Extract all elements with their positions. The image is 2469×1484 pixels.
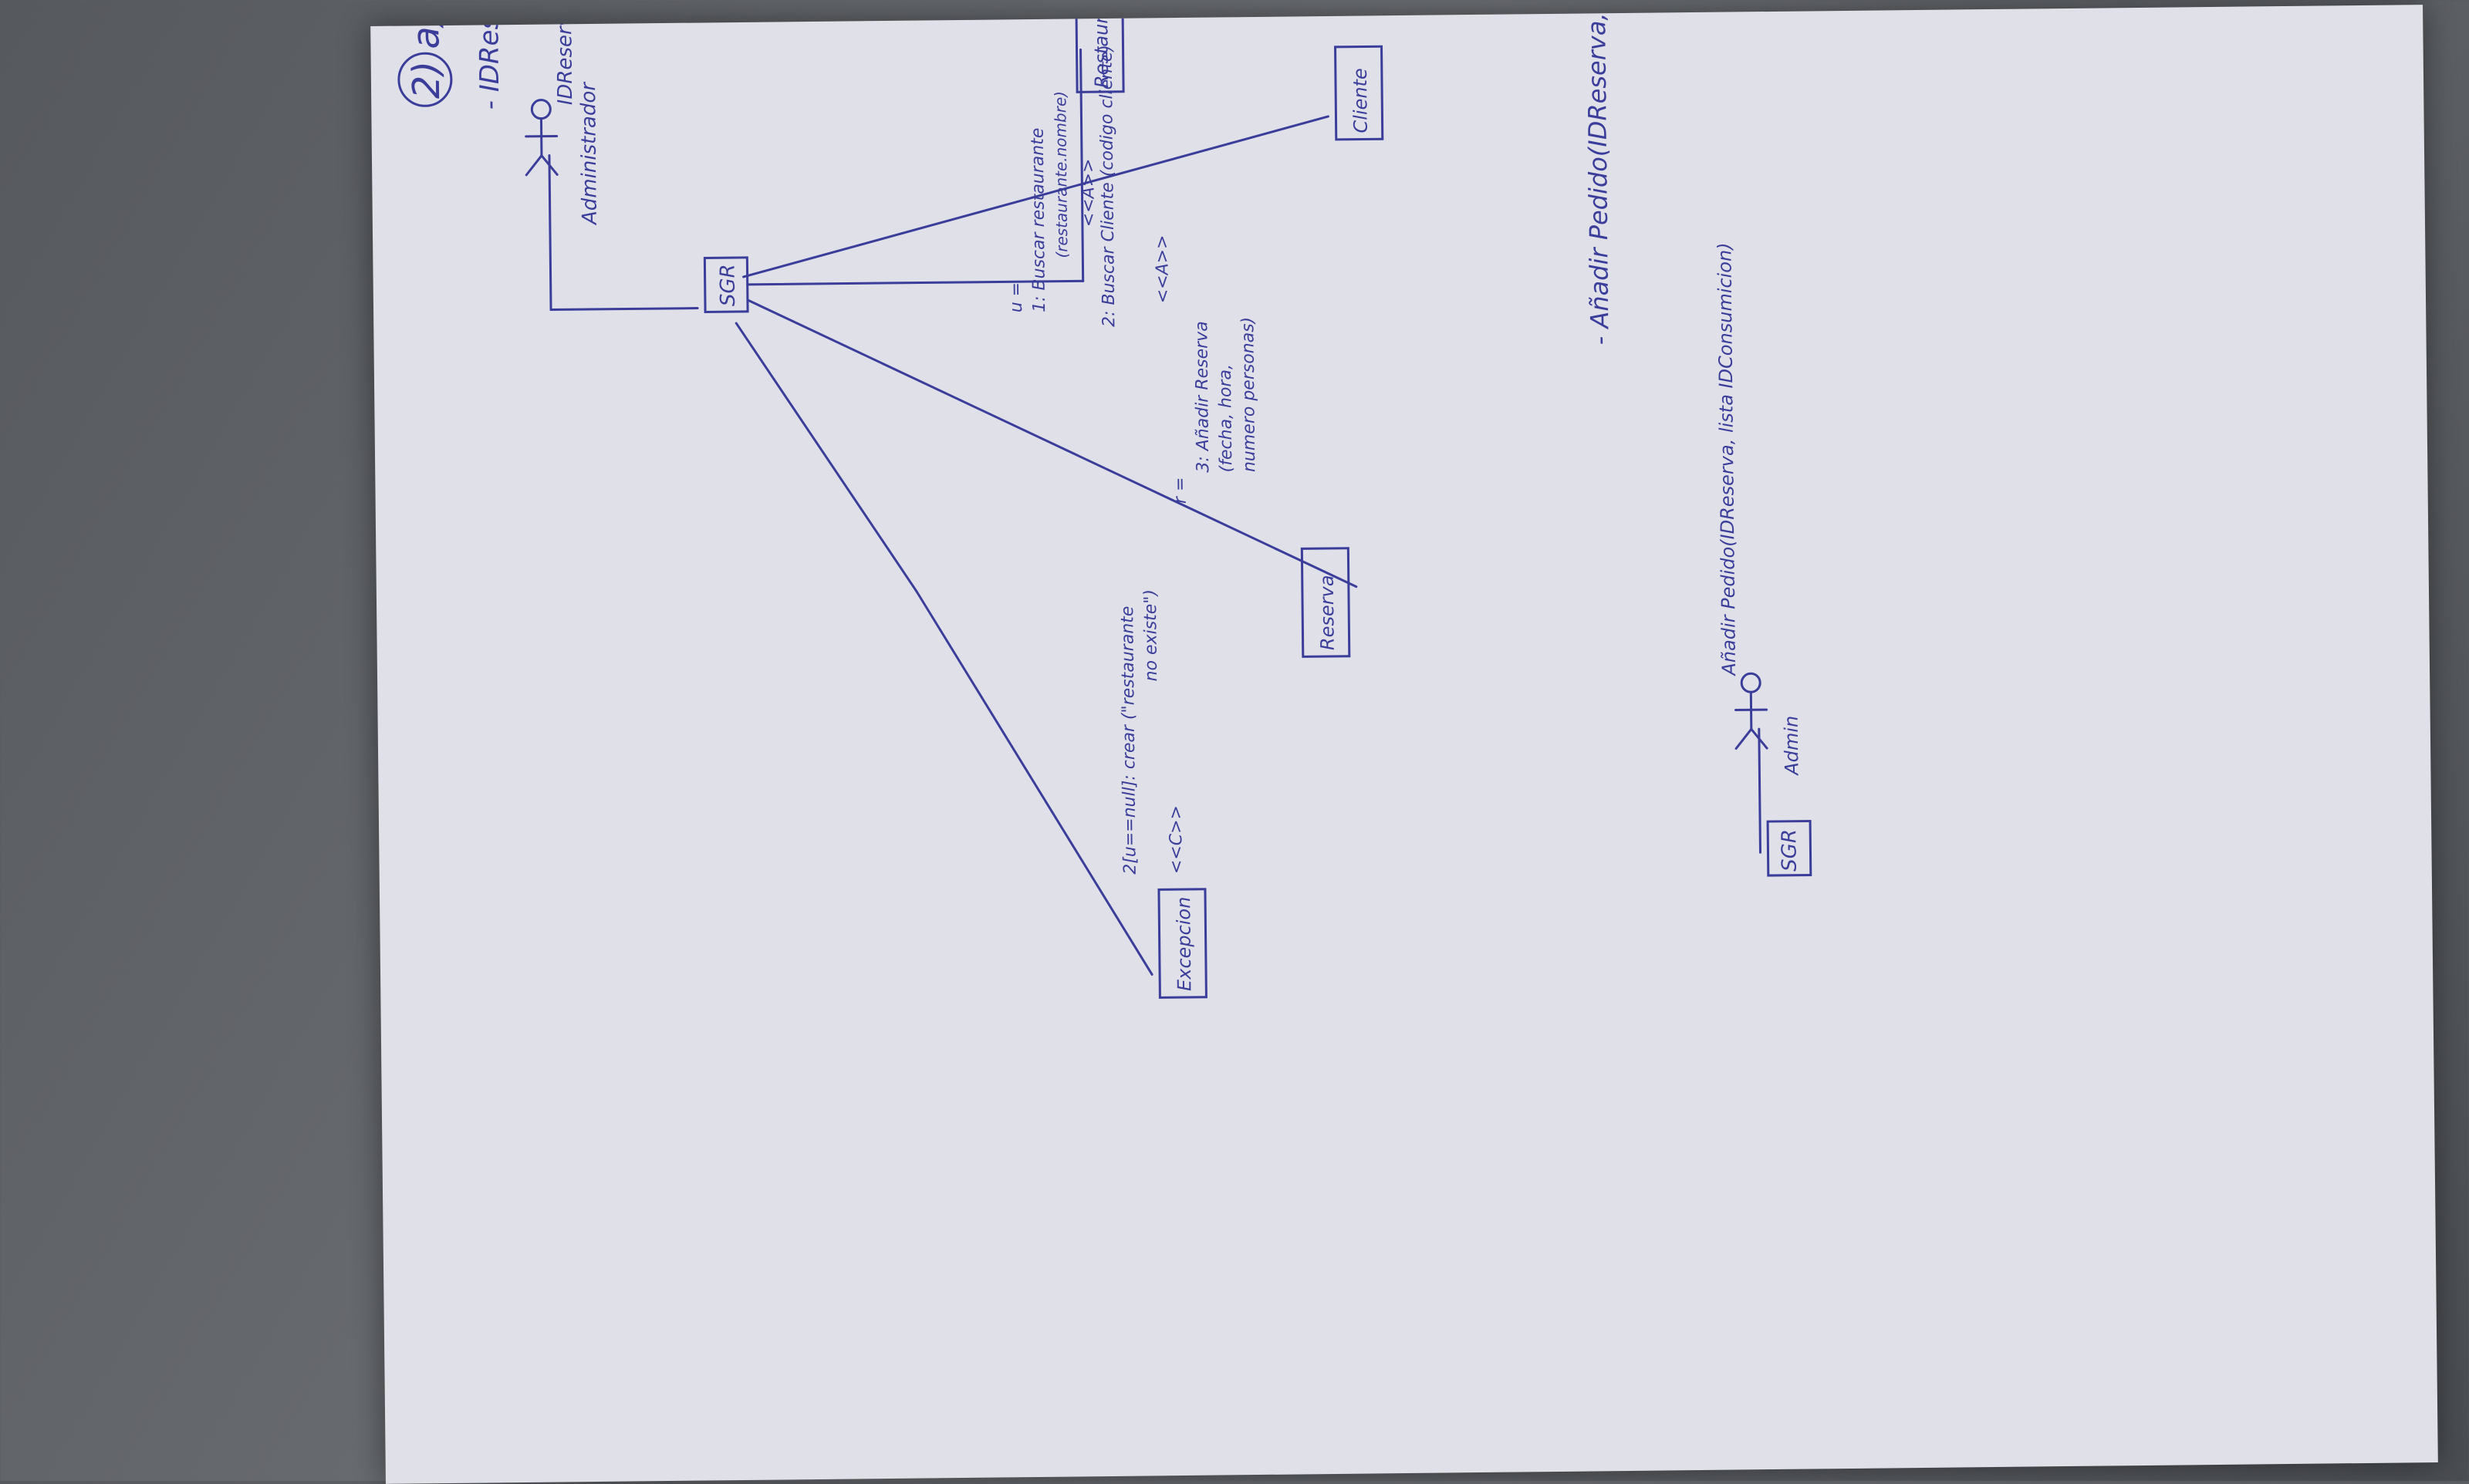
top-msg2-text: 2: Buscar Cliente (codigo cliente) <box>1096 45 1119 327</box>
bottom-sgr-label: SGR <box>1778 829 1802 872</box>
top-reserva-label: Reserva <box>1316 575 1339 650</box>
top-msg2-stereo: <<A>> <box>1153 234 1173 303</box>
top-msgE-stereo: <<C>> <box>1167 805 1187 874</box>
top-msg1-args: (restaurante.nombre) <box>1051 91 1071 258</box>
top-msg3-args2: numero personas) <box>1238 317 1259 473</box>
svg-text:2) a): 2) a) <box>404 12 448 99</box>
top-actor-icon <box>525 99 557 174</box>
top-msg1-stereo: <<A>> <box>1079 158 1099 227</box>
top-msg1-u: u = <box>1007 282 1026 313</box>
top-sgr-label: SGR <box>716 264 740 306</box>
top-msg3-text: 3: Añadir Reserva <box>1192 321 1213 473</box>
top-msg1-text: 1: Buscar restaurante <box>1028 128 1050 312</box>
section-label: 2) a) <box>398 12 451 106</box>
bottom-actor-icon <box>1735 673 1767 748</box>
top-msgE-text1: 2[u==null]: crear ("restaurante <box>1118 605 1140 874</box>
top-msgE-text2: no existe") <box>1141 589 1161 682</box>
top-excepcion-label: Excepcion <box>1173 897 1195 992</box>
top-msg3-args1: (fecha, hora, <box>1216 364 1236 473</box>
bottom-message-line: Añadir Pedido(IDReserva, lista IDConsumi… <box>1714 242 1740 676</box>
top-heading: - IDReserva = realizar Reserva(restauran… <box>461 5 506 110</box>
top-msg3-r: r = <box>1170 477 1190 504</box>
top-message-line: IDReserva = realizar Reserva(restaurante… <box>544 5 577 105</box>
paper-sheet: 2) a) - IDReserva = realizar Reserva(res… <box>370 5 2438 1484</box>
bottom-actor-label: Admin <box>1781 716 1803 777</box>
collaboration-diagrams: 2) a) - IDReserva = realizar Reserva(res… <box>370 5 2438 1484</box>
bottom-heading: - Añadir Pedido(IDReserva, lista IDConsu… <box>1579 5 1615 345</box>
top-actor-label: Administrador <box>577 81 602 227</box>
top-cliente-label: Cliente <box>1349 68 1372 133</box>
